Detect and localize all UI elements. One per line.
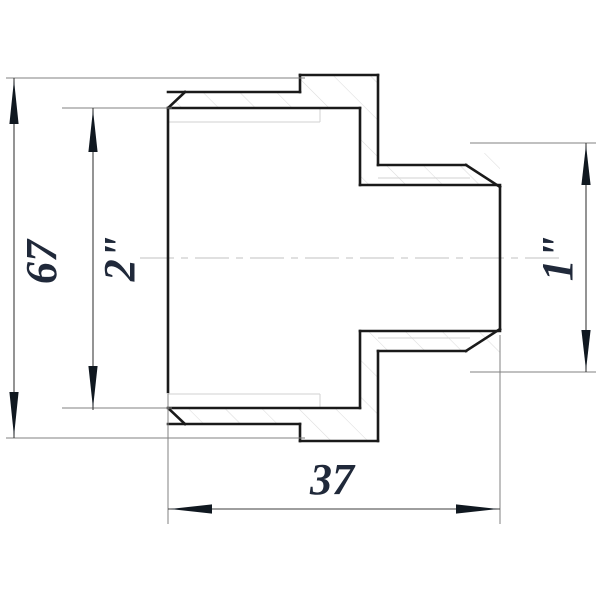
arrowhead-length-right (456, 504, 498, 514)
thread-detail-lines (168, 108, 470, 408)
dimension-bore-2in (88, 108, 98, 410)
upper-section-hatch (168, 75, 500, 185)
outline-spigot-chamfer-bottom (464, 327, 502, 353)
arrowhead-height-bottom (9, 392, 19, 436)
dimension-label-overall-height: 67 (17, 238, 66, 284)
dimension-label-right-thread: 1" (533, 235, 582, 281)
arrowhead-bore2-top (88, 110, 98, 152)
arrowhead-height-top (9, 80, 19, 124)
arrowhead-length-left (170, 504, 212, 514)
dimension-label-left-thread: 2" (95, 235, 144, 282)
outline-left-chamfer-top (166, 90, 187, 110)
arrowhead-bore1-bottom (581, 330, 591, 370)
lower-section-hatch (168, 331, 500, 441)
outline-left-chamfer-bottom (166, 406, 187, 426)
dimension-bore-1in (581, 143, 591, 372)
extension-lines (6, 77, 596, 524)
dimension-label-overall-length: 37 (309, 455, 356, 504)
arrowhead-bore2-bottom (88, 366, 98, 408)
outline-spigot-chamfer-top (464, 163, 502, 189)
arrowhead-bore1-top (581, 145, 591, 185)
dimension-length-37 (168, 504, 500, 514)
section-hatching (168, 75, 500, 441)
dimension-lines (9, 78, 591, 514)
part-outline (166, 73, 502, 443)
dimension-height-67 (9, 78, 19, 438)
